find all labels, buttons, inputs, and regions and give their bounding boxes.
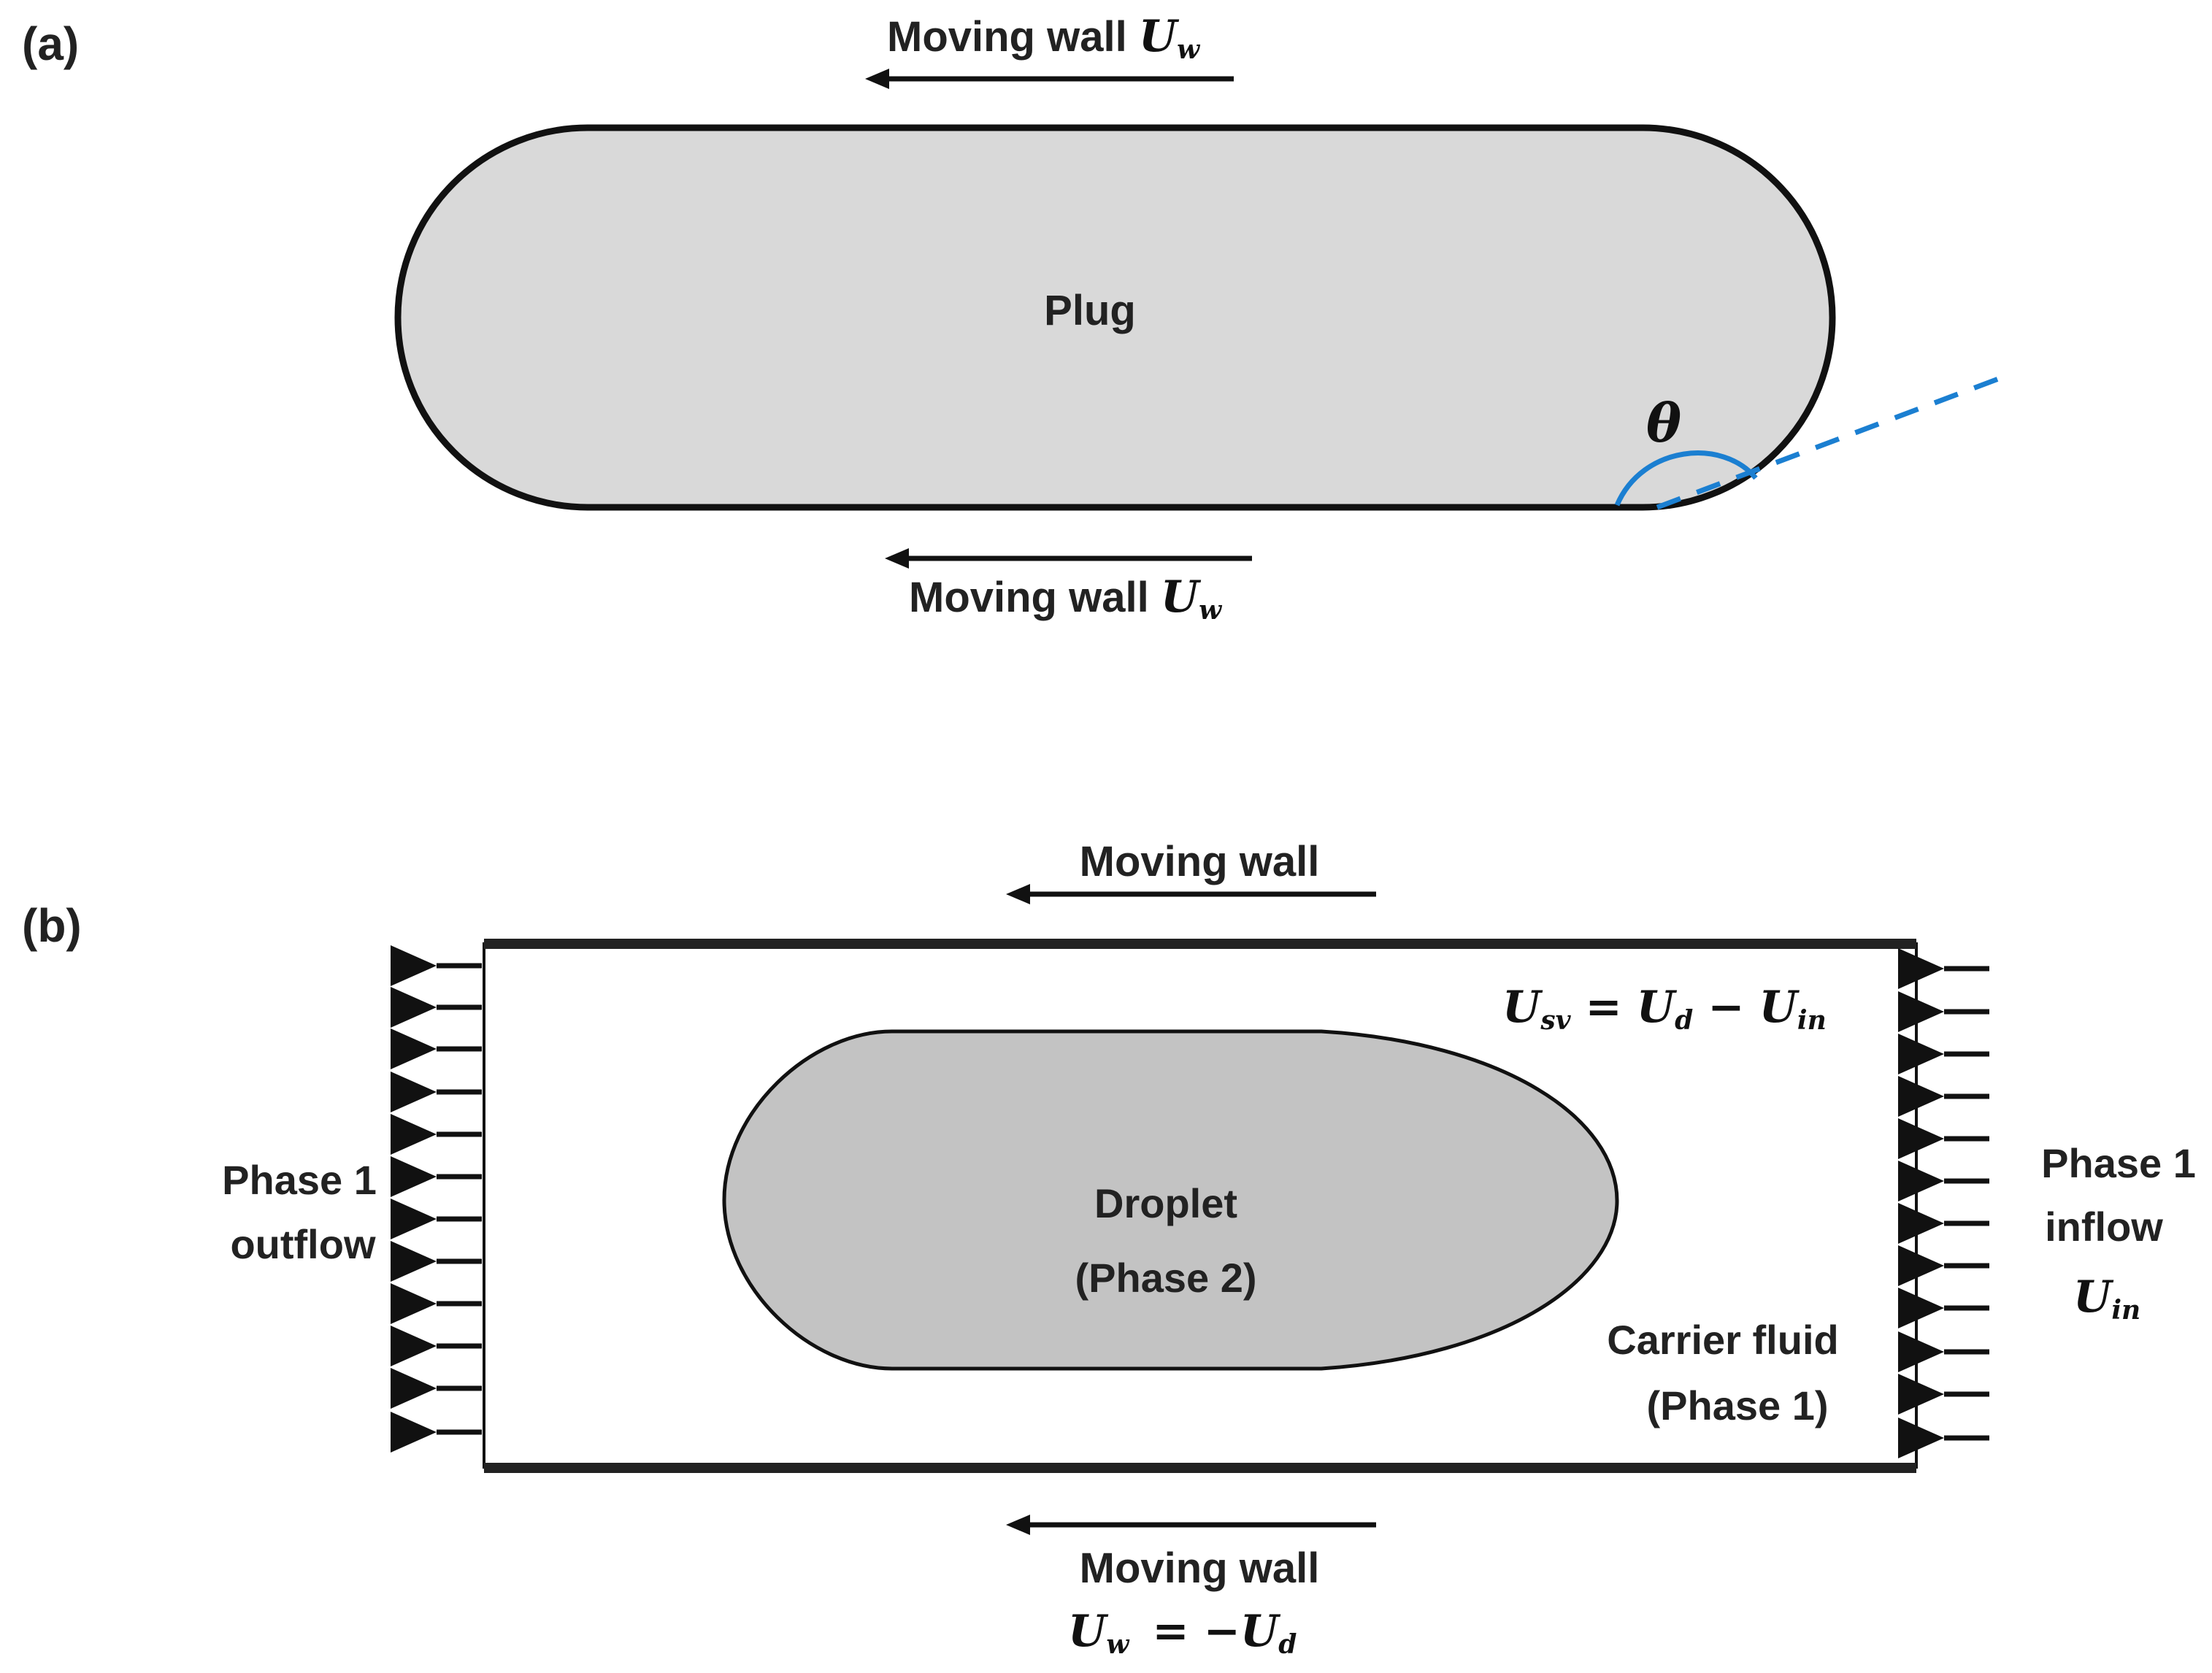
b-top-wall-label: Moving wall [1080, 838, 1320, 885]
bottom-wall-arrowhead [885, 548, 909, 569]
outflow-arrows [391, 945, 482, 1453]
plug-label: Plug [1044, 287, 1136, 334]
wall-velocity-equation: Uw=−Ud [1068, 1606, 1297, 1660]
top-wall-label: Moving wall Uw [887, 11, 1201, 65]
outflow-label-line2: outflow [230, 1221, 375, 1267]
carrier-label-line2: (Phase 1) [1647, 1382, 1829, 1428]
inflow-arrows [1898, 948, 1989, 1458]
carrier-label-line1: Carrier fluid [1607, 1317, 1838, 1363]
panel-a-label: (a) [22, 18, 79, 70]
inflow-label-line1: Phase 1 [2041, 1140, 2196, 1186]
bottom-wall-label: Moving wall Uw [909, 572, 1223, 626]
angle-arc [1614, 450, 1758, 507]
plug-shape [394, 124, 1836, 511]
b-bottom-wall-arrowhead [1006, 1515, 1030, 1535]
inflow-velocity-symbol: Uin [2073, 1272, 2140, 1326]
inflow-label-line2: inflow [2045, 1204, 2163, 1250]
slip-velocity-equation: Usv=Ud−Uin [1502, 982, 1827, 1036]
outflow-label-line1: Phase 1 [222, 1157, 377, 1203]
droplet-label-line1: Droplet [1094, 1180, 1237, 1226]
top-wall-arrowhead [865, 69, 889, 89]
b-top-wall-arrowhead [1006, 884, 1030, 904]
channel-bottom-wall [484, 1463, 1916, 1473]
panel-b-label: (b) [22, 899, 82, 952]
theta-label: θ [1646, 392, 1681, 454]
panel-a: (a) Moving wall Uw Plug θ Moving wall Uw [22, 11, 2002, 626]
droplet-label-line2: (Phase 2) [1075, 1255, 1257, 1301]
channel-top-wall [484, 939, 1916, 949]
tangent-line [1656, 375, 2002, 510]
b-bottom-wall-label: Moving wall [1080, 1545, 1320, 1592]
droplet-shape [722, 1029, 1619, 1371]
panel-b: (b) Moving wall Droplet (Phase 2) Usv=Ud… [22, 838, 2196, 1660]
